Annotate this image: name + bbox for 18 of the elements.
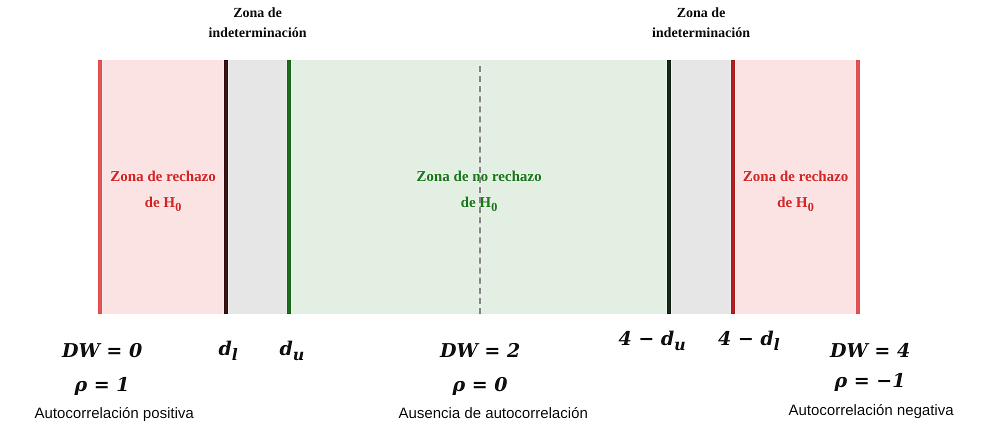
value-label: DW = 0: [62, 340, 142, 362]
threshold-label: d$_{u}$: [280, 338, 304, 364]
value-label: DW = 2: [440, 340, 520, 362]
threshold-label: d$_{l}$: [218, 338, 238, 364]
threshold-label: 4 − d$_{u}$: [618, 328, 686, 354]
zone-label: Zona de no rechazo de H$_{0}$: [415, 168, 543, 216]
interpretation-label: Autocorrelación positiva: [34, 405, 194, 422]
rho-label: ρ = 1: [74, 374, 130, 396]
zone-label: Zona de rechazo de H$_{0}$: [109, 168, 217, 216]
interpretation-label: Autocorrelación negativa: [788, 402, 954, 419]
rho-label: ρ = −1: [834, 370, 906, 392]
threshold-label: 4 − d$_{l}$: [718, 328, 780, 354]
value-label: DW = 4: [830, 340, 910, 362]
zone-label: Zona de rechazo de H$_{0}$: [742, 168, 850, 216]
zone-heading: Zona de indeterminación: [651, 5, 751, 43]
zone-heading: Zona de indeterminación: [208, 5, 308, 43]
rho-label: ρ = 0: [452, 374, 508, 396]
interpretation-label: Ausencia de autocorrelación: [398, 405, 588, 422]
